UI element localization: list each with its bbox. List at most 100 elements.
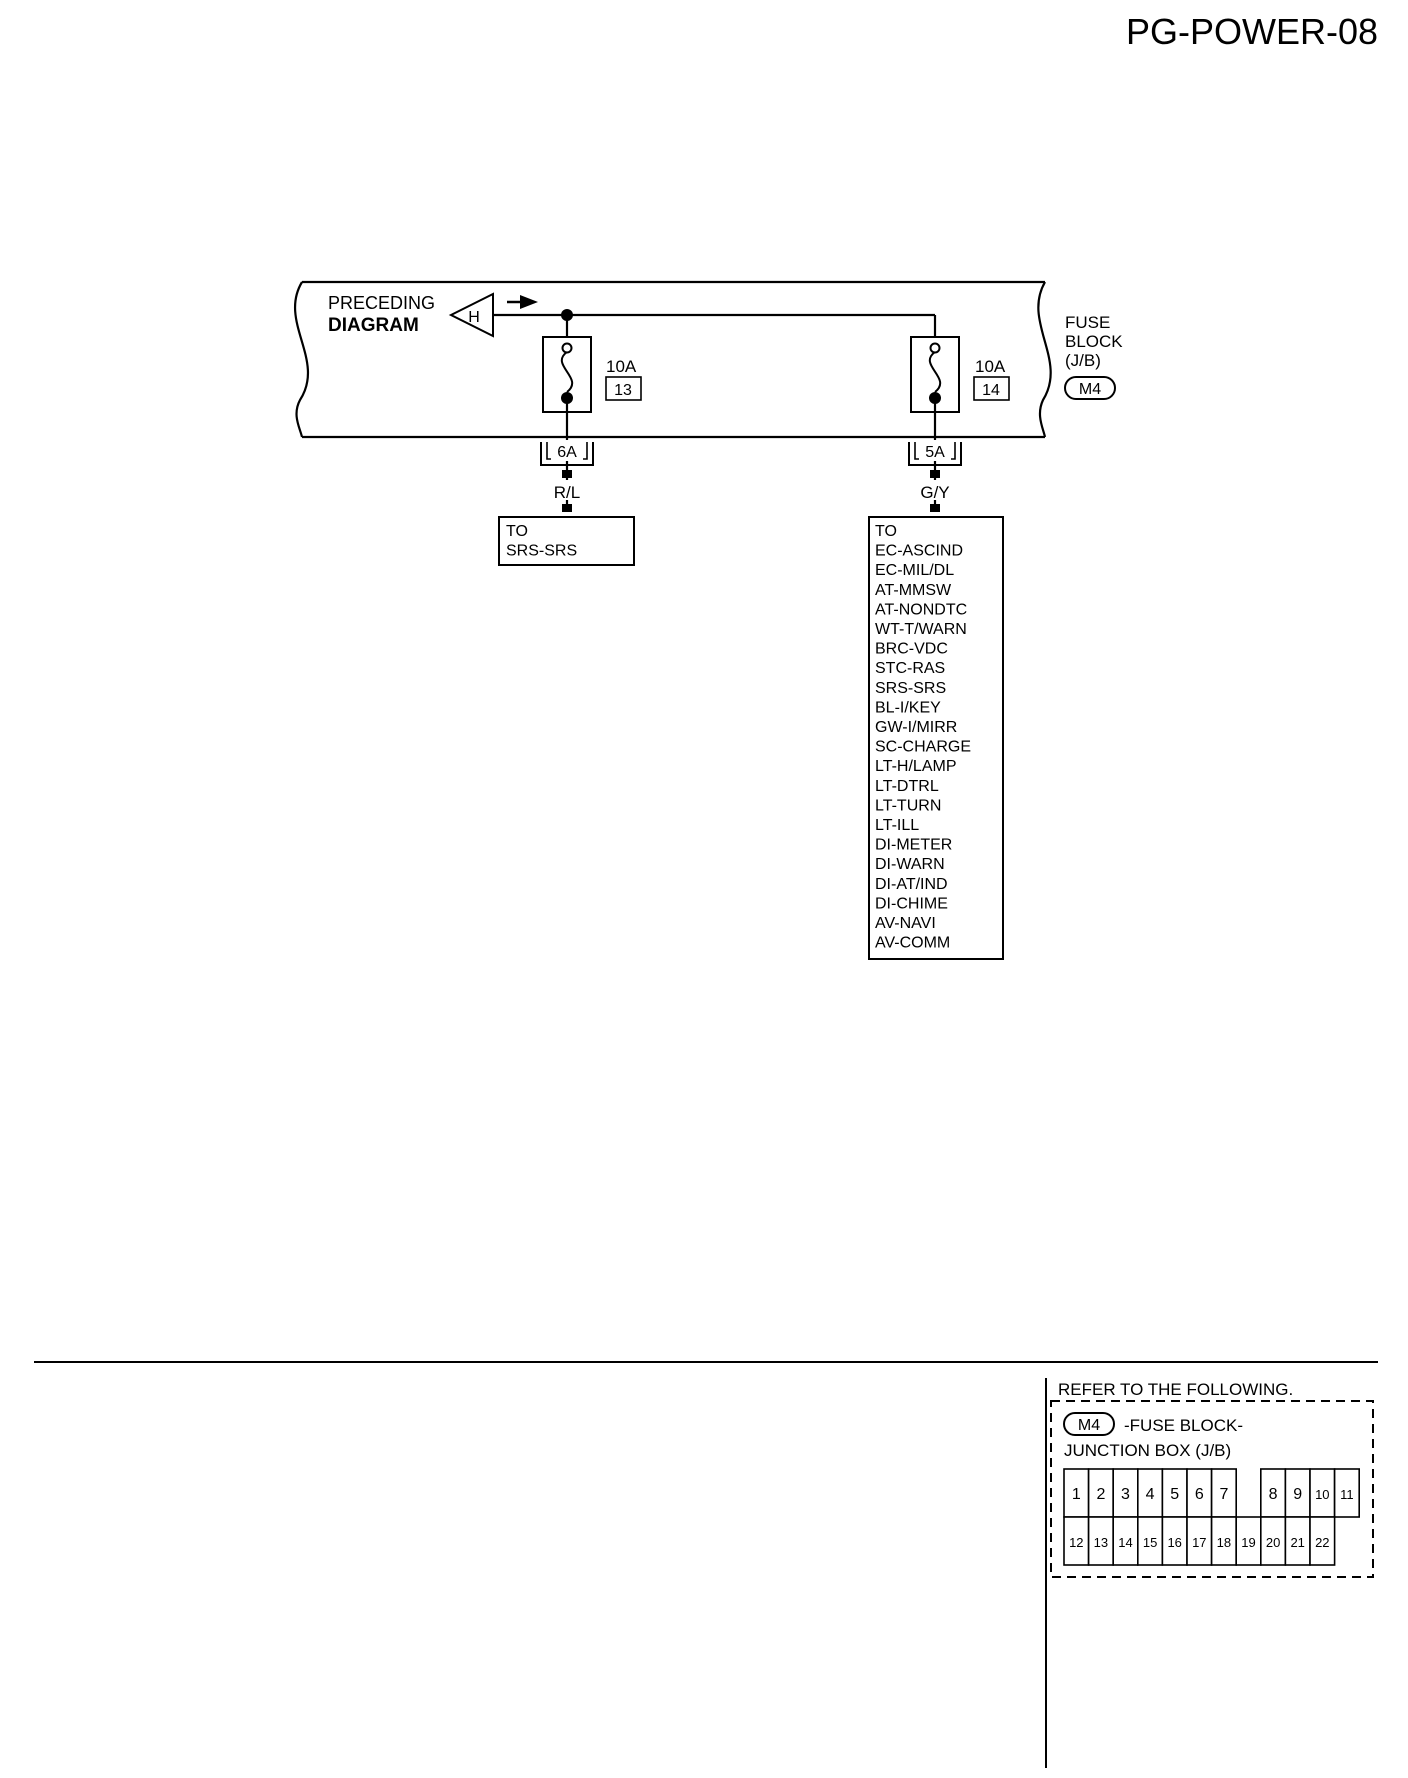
pin-cell (1210, 1468, 1237, 1518)
fuse-14-rating: 10A (975, 357, 1006, 376)
pin-cell (1112, 1468, 1139, 1518)
pin-cell (1284, 1516, 1311, 1566)
destination-item: TO (875, 523, 897, 540)
fuse-13-rating: 10A (606, 357, 637, 376)
preceding-label-line2: DIAGRAM (328, 315, 419, 336)
destination-box-fuse-13 (498, 516, 635, 566)
destination-item: EC-MIL/DL (875, 562, 954, 579)
fuse-block-outline (293, 280, 1052, 439)
pin-cell (1087, 1468, 1114, 1518)
preceding-connector-letter: H (468, 309, 480, 326)
fuse-block-label-line1: FUSE (1065, 313, 1110, 332)
destination-box-fuse-14 (868, 516, 1004, 960)
destination-item: LT-DTRL (875, 778, 939, 795)
pin-number: 1 (1072, 1486, 1081, 1503)
destination-item: WT-T/WARN (875, 621, 967, 638)
destination-item: BRC-VDC (875, 641, 948, 658)
pin-number: 2 (1096, 1486, 1105, 1503)
pin-number: 20 (1266, 1535, 1280, 1550)
pin-number: 21 (1290, 1535, 1304, 1550)
pin-number: 3 (1121, 1486, 1130, 1503)
destination-item: DI-WARN (875, 856, 945, 873)
pin-cell (1063, 1516, 1090, 1566)
pin-cell (1309, 1516, 1336, 1566)
fuse-14-number: 14 (982, 382, 1000, 399)
terminal-5a (908, 440, 962, 466)
destination-item: DI-METER (875, 837, 952, 854)
pin-number: 13 (1094, 1535, 1108, 1550)
destination-item: DI-CHIME (875, 895, 948, 912)
wire-g-y-color: G/Y (920, 483, 949, 502)
wire-r-l-color: R/L (554, 483, 580, 502)
pin-number: 16 (1167, 1535, 1181, 1550)
pin-cell (1161, 1516, 1188, 1566)
pin-cell (1284, 1468, 1311, 1518)
reference-connector: M4 (1078, 1417, 1100, 1434)
destination-item: BL-I/KEY (875, 699, 941, 716)
destination-list-fuse-14: TO EC-ASCIND EC-MIL/DL AT-MMSW AT-NONDTC WT-T… (875, 523, 971, 952)
destination-item: SRS-SRS (875, 680, 946, 697)
pin-cell (1260, 1516, 1287, 1566)
terminal-6a (540, 440, 594, 466)
fuse-14-number-box (973, 376, 1010, 401)
pin-number: 11 (1340, 1487, 1354, 1502)
flow-direction-arrow (507, 295, 538, 309)
pin-number: 4 (1146, 1486, 1155, 1503)
terminal-6a-label: 6A (557, 444, 577, 461)
pin-number: 17 (1192, 1535, 1206, 1550)
destination-item: TO (506, 523, 528, 540)
fuse-block-label-line3: (J/B) (1065, 351, 1101, 370)
pin-cell (1186, 1516, 1213, 1566)
destination-item: SRS-SRS (506, 543, 577, 560)
fuse-block-connector: M4 (1079, 381, 1101, 398)
fuse-13-number-box (605, 376, 642, 401)
pin-cell (1112, 1516, 1139, 1566)
destination-item: STC-RAS (875, 660, 945, 677)
preceding-connector-arrow: H (448, 292, 494, 338)
reference-dashed-box (1050, 1400, 1374, 1578)
pin-number: 22 (1315, 1535, 1329, 1550)
destination-item: AV-NAVI (875, 915, 936, 932)
destination-item: AT-MMSW (875, 582, 952, 599)
page-id: PG-POWER-08 (1126, 11, 1378, 52)
destination-item: DI-AT/IND (875, 876, 948, 893)
pin-cell (1186, 1468, 1213, 1518)
reference-heading: REFER TO THE FOLLOWING. (1058, 1380, 1293, 1399)
pin-number: 18 (1217, 1535, 1231, 1550)
wire-g-y-marker-bottom (930, 504, 940, 512)
splice-point (561, 309, 573, 321)
reference-name-line2: JUNCTION BOX (J/B) (1064, 1441, 1231, 1460)
reference-name-line1: -FUSE BLOCK- (1124, 1416, 1243, 1435)
destination-item: EC-ASCIND (875, 543, 963, 560)
pin-number: 15 (1143, 1535, 1157, 1550)
pin-cell (1333, 1468, 1360, 1518)
wire-r-l-marker-top (562, 470, 572, 478)
reference-connector-badge (1063, 1412, 1115, 1436)
pin-number: 14 (1118, 1535, 1132, 1550)
fuse-13-number: 13 (614, 382, 632, 399)
terminal-5a-label: 5A (925, 444, 945, 461)
preceding-label-line1: PRECEDING (328, 293, 435, 313)
destination-item: GW-I/MIRR (875, 719, 957, 736)
pin-number: 10 (1315, 1487, 1329, 1502)
wire-r-l-marker-bottom (562, 504, 572, 512)
pin-number: 7 (1219, 1486, 1228, 1503)
pin-number: 12 (1069, 1535, 1083, 1550)
fuse-block-connector-badge (1064, 376, 1116, 400)
destination-item: LT-TURN (875, 797, 941, 814)
destination-item: SC-CHARGE (875, 739, 971, 756)
destination-item: LT-H/LAMP (875, 758, 957, 775)
pin-cell (1137, 1516, 1164, 1566)
destination-item: AT-NONDTC (875, 601, 967, 618)
pin-number: 8 (1269, 1486, 1278, 1503)
pin-number: 5 (1170, 1486, 1179, 1503)
pin-number: 9 (1293, 1486, 1302, 1503)
destination-item: AV-COMM (875, 935, 950, 952)
pin-number: 19 (1241, 1535, 1255, 1550)
fuse-block-label-line2: BLOCK (1065, 332, 1123, 351)
destination-list-fuse-13: TO SRS-SRS (506, 523, 577, 560)
pin-number: 6 (1195, 1486, 1204, 1503)
destination-item: LT-ILL (875, 817, 919, 834)
